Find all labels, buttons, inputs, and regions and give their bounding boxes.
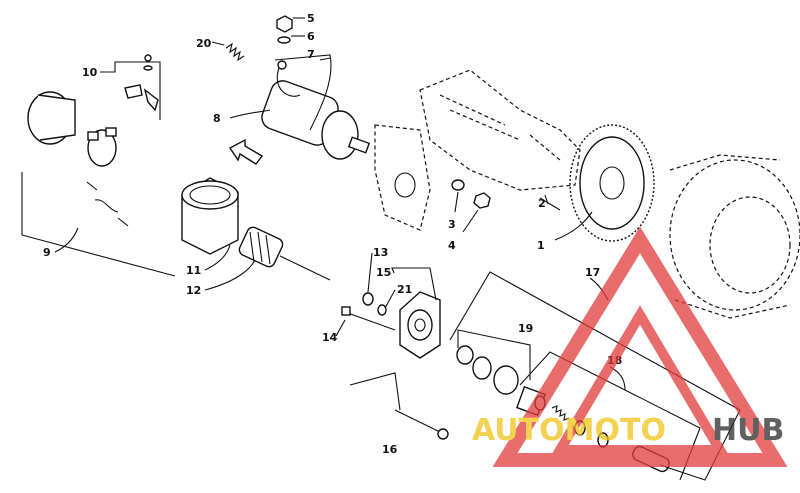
callout-labels: 1 2 3 4 5 6 7 8 9 10 11 12 13 14 15 16 1… <box>43 12 622 456</box>
callout-11: 11 <box>186 264 201 277</box>
callout-13: 13 <box>373 246 388 259</box>
callout-5: 5 <box>307 12 315 25</box>
callout-1: 1 <box>537 239 545 252</box>
thrust-washers <box>362 292 387 316</box>
callout-15: 15 <box>376 266 391 279</box>
mounting-bracket <box>374 124 431 231</box>
starter-assembly <box>261 54 371 160</box>
callout-4: 4 <box>448 239 456 252</box>
through-bolt-short <box>341 306 396 331</box>
terminal-nut <box>276 15 293 44</box>
engine-block <box>419 69 581 191</box>
watermark-triangle-outer <box>492 226 788 467</box>
callout-12: 12 <box>186 284 201 297</box>
direction-arrow-icon <box>228 138 264 165</box>
callout-21: 21 <box>397 283 412 296</box>
ring-gear <box>569 124 655 242</box>
end-cap <box>27 91 76 145</box>
callout-7: 7 <box>307 48 315 61</box>
callout-16: 16 <box>382 443 398 456</box>
callout-20: 20 <box>196 37 212 50</box>
callout-3: 3 <box>448 218 456 231</box>
callout-9: 9 <box>43 246 51 259</box>
armature <box>238 226 331 281</box>
callout-8: 8 <box>213 112 221 125</box>
field-housing <box>181 177 239 255</box>
watermark-text-right: HUB <box>712 413 784 448</box>
through-bolt-long <box>394 409 449 440</box>
brush-terminals <box>124 54 159 112</box>
watermark-triangle-inner <box>551 305 729 455</box>
flywheel-housing <box>669 154 800 319</box>
callout-10: 10 <box>82 66 98 79</box>
callout-14: 14 <box>322 331 338 344</box>
mount-hardware <box>451 179 561 211</box>
callout-6: 6 <box>307 30 315 43</box>
callout-19: 19 <box>518 322 533 335</box>
callout-2: 2 <box>538 197 546 210</box>
callout-17: 17 <box>585 266 600 279</box>
drive-end-housing <box>399 291 441 359</box>
brush-holder <box>87 127 117 167</box>
watermark-text-left: AUTOMOTO <box>472 413 666 448</box>
watermark-logo: AUTOMOTO HUB <box>472 226 788 467</box>
spring-part <box>225 42 245 62</box>
brush-screws <box>86 181 129 227</box>
